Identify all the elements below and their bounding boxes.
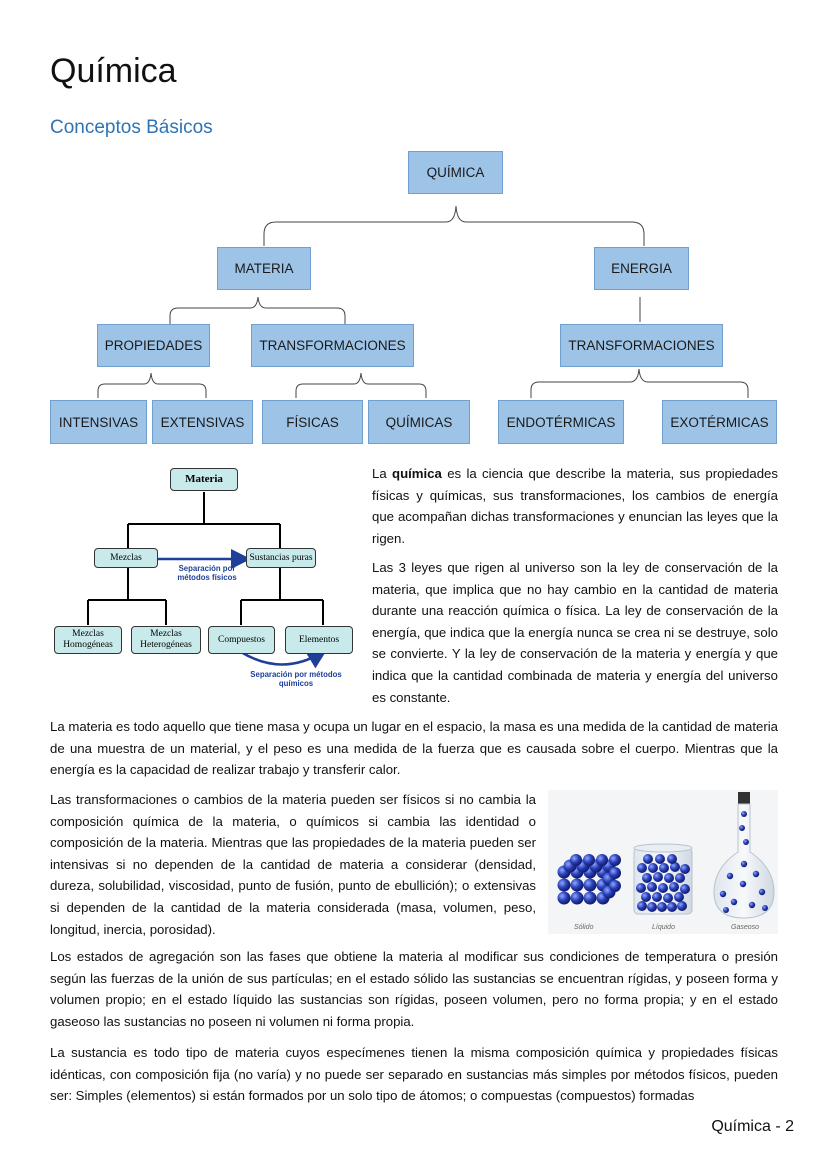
node-materia: MATERIA xyxy=(217,247,311,290)
node-quimica: QUÍMICA xyxy=(408,151,503,194)
node-propiedades: PROPIEDADES xyxy=(97,324,210,367)
diagram-node-mezclas-homogeneas: Mezclas Homogéneas xyxy=(54,626,122,654)
label-separacion-quimicos: Separación por métodos químicos xyxy=(250,670,342,688)
paragraph-leyes: Las 3 leyes que rigen al universo son la… xyxy=(372,560,778,705)
diagram-node-mezclas-heterogeneas: Mezclas Heterogéneas xyxy=(131,626,201,654)
node-extensivas: EXTENSIVAS xyxy=(152,400,253,444)
node-quimicas: QUÍMICAS xyxy=(368,400,470,444)
term-quimica: química xyxy=(392,466,442,481)
node-fisicas: FÍSICAS xyxy=(262,400,363,444)
paragraph-materia: La materia es todo aquello que tiene mas… xyxy=(50,719,778,778)
solid-cube xyxy=(557,854,621,905)
label-separacion-fisicos: Separación por métodos físicos xyxy=(177,564,237,582)
paragraph-definicion-quimica: La química es la ciencia que describe la… xyxy=(372,466,778,546)
node-energia: ENERGIA xyxy=(594,247,689,290)
liquid-beaker xyxy=(633,843,693,915)
matter-diagram-lines xyxy=(87,492,328,669)
node-transformaciones-materia: TRANSFORMACIONES xyxy=(251,324,414,367)
gas-flask xyxy=(713,792,775,919)
label-gaseoso: Gaseoso xyxy=(731,924,759,931)
node-transformaciones-energia: TRANSFORMACIONES xyxy=(560,324,723,367)
section-title: Conceptos Básicos xyxy=(50,117,213,138)
diagram-node-materia: Materia xyxy=(170,468,238,491)
diagram-node-elementos: Elementos xyxy=(285,626,353,654)
paragraph-estados: Los estados de agregación son las fases … xyxy=(50,949,778,1029)
label-solido: Sólido xyxy=(574,924,594,931)
page-title: Química xyxy=(50,52,177,90)
node-endotermicas: ENDOTÉRMICAS xyxy=(498,400,624,444)
concept-map-connectors xyxy=(97,205,749,398)
diagram-node-compuestos: Compuestos xyxy=(208,626,275,654)
label-liquido: Líquido xyxy=(652,924,675,931)
node-exotermicas: EXOTÉRMICAS xyxy=(662,400,777,444)
node-intensivas: INTENSIVAS xyxy=(50,400,147,444)
page-footer: Química - 2 xyxy=(711,1118,794,1135)
paragraph-sustancia: La sustancia es todo tipo de materia cuy… xyxy=(50,1045,778,1104)
diagram-node-sustancias-puras: Sustancias puras xyxy=(246,548,316,568)
paragraph-transformaciones: Las transformaciones o cambios de la mat… xyxy=(50,792,536,937)
states-of-matter-image: Sólido Líquido Gaseoso xyxy=(548,790,778,934)
diagram-node-mezclas: Mezclas xyxy=(94,548,158,568)
